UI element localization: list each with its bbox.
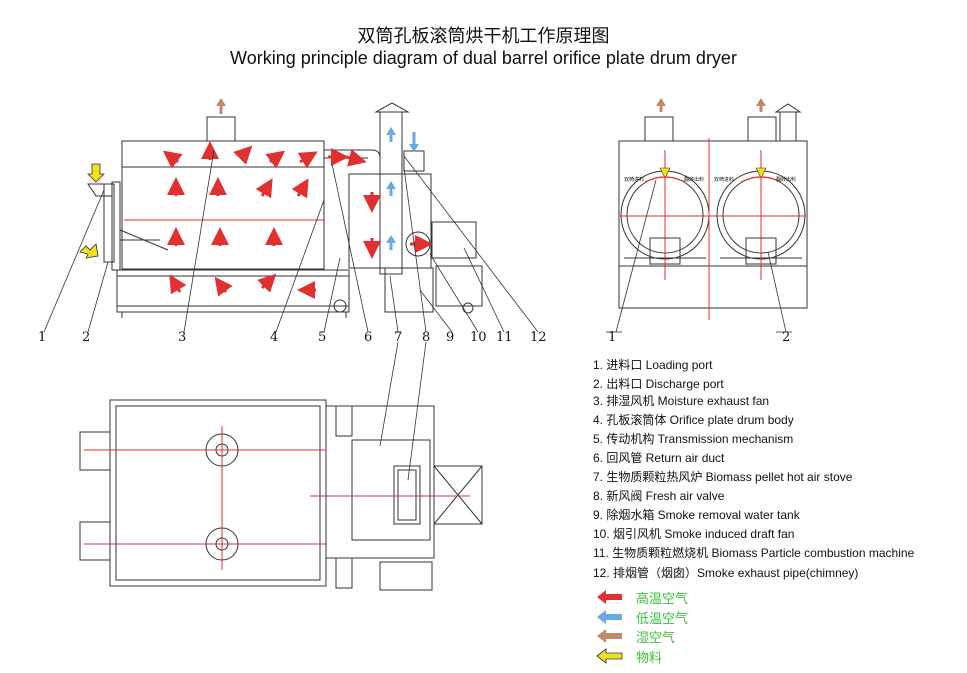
legend-high-temp: 高温空气 [636, 592, 689, 607]
brown-arrow-icon [597, 629, 622, 643]
part-1: 1. 进料口 Loading port [593, 358, 713, 372]
callout-6: 6 [364, 330, 373, 345]
part-12: 12. 排烟管（烟囱）Smoke exhaust pipe(chimney) [593, 566, 859, 580]
callout-10: 10 [470, 330, 487, 345]
low-temp-arrows [386, 127, 419, 250]
end-view [618, 103, 808, 309]
callout-3: 3 [178, 330, 187, 345]
end-label-discharge-left: 翻转出料 [684, 177, 705, 183]
part-9: 9. 除烟水箱 Smoke removal water tank [593, 508, 800, 522]
legend-moist-air: 湿空气 [636, 631, 676, 646]
end-callout-1: 1 [608, 330, 617, 345]
end-callout-2: 2 [782, 330, 791, 345]
callout-2: 2 [82, 330, 91, 345]
drum-housing [121, 140, 325, 270]
part-10: 10. 烟引风机 Smoke induced draft fan [593, 527, 795, 541]
hot-air-arrows [162, 141, 433, 299]
material-arrows [79, 163, 105, 259]
base-frame [116, 269, 350, 313]
part-3: 3. 排湿风机 Moisture exhaust fan [593, 394, 770, 408]
legend-material: 物料 [636, 651, 663, 666]
red-arrow-icon [597, 590, 622, 604]
part-11: 11. 生物质颗粒燃烧机 Biomass Particle combustion… [593, 546, 915, 560]
callout-11: 11 [496, 330, 513, 345]
moist-air-arrow [216, 98, 226, 114]
legend-low-temp: 低温空气 [636, 612, 689, 627]
end-label-feed-left: 双椅进料 [624, 177, 645, 183]
top-view [79, 399, 483, 591]
blue-arrow-icon [597, 610, 622, 624]
leader-lines [43, 149, 539, 333]
water-tank [384, 267, 434, 313]
callout-9: 9 [446, 330, 455, 345]
end-view-centerlines [620, 138, 806, 320]
legend-arrows [596, 590, 623, 664]
callout-4: 4 [270, 330, 279, 345]
part-6: 6. 回风管 Return air duct [593, 451, 725, 465]
callout-1: 1 [38, 330, 47, 345]
part-7: 7. 生物质颗粒热风炉 Biomass pellet hot air stove [593, 470, 853, 484]
title-chinese: 双筒孔板滚筒烘干机工作原理图 [357, 26, 610, 47]
side-view [87, 102, 483, 318]
part-4: 4. 孔板滚筒体 Orifice plate drum body [593, 413, 794, 427]
part-5: 5. 传动机构 Transmission mechanism [593, 432, 794, 446]
end-label-feed-right: 双椅进料 [714, 177, 735, 183]
top-view-centerlines [84, 426, 470, 570]
yellow-arrow-icon [596, 648, 623, 664]
callout-7: 7 [394, 330, 403, 345]
callout-12: 12 [530, 330, 547, 345]
callout-8: 8 [422, 330, 431, 345]
end-label-discharge-right: 翻转出料 [776, 177, 797, 183]
end-view-arrows [644, 98, 782, 183]
title-english: Working principle diagram of dual barrel… [230, 48, 737, 68]
part-8: 8. 新风阀 Fresh air valve [593, 489, 725, 503]
part-2: 2. 出料口 Discharge port [593, 377, 724, 391]
callout-5: 5 [318, 330, 327, 345]
